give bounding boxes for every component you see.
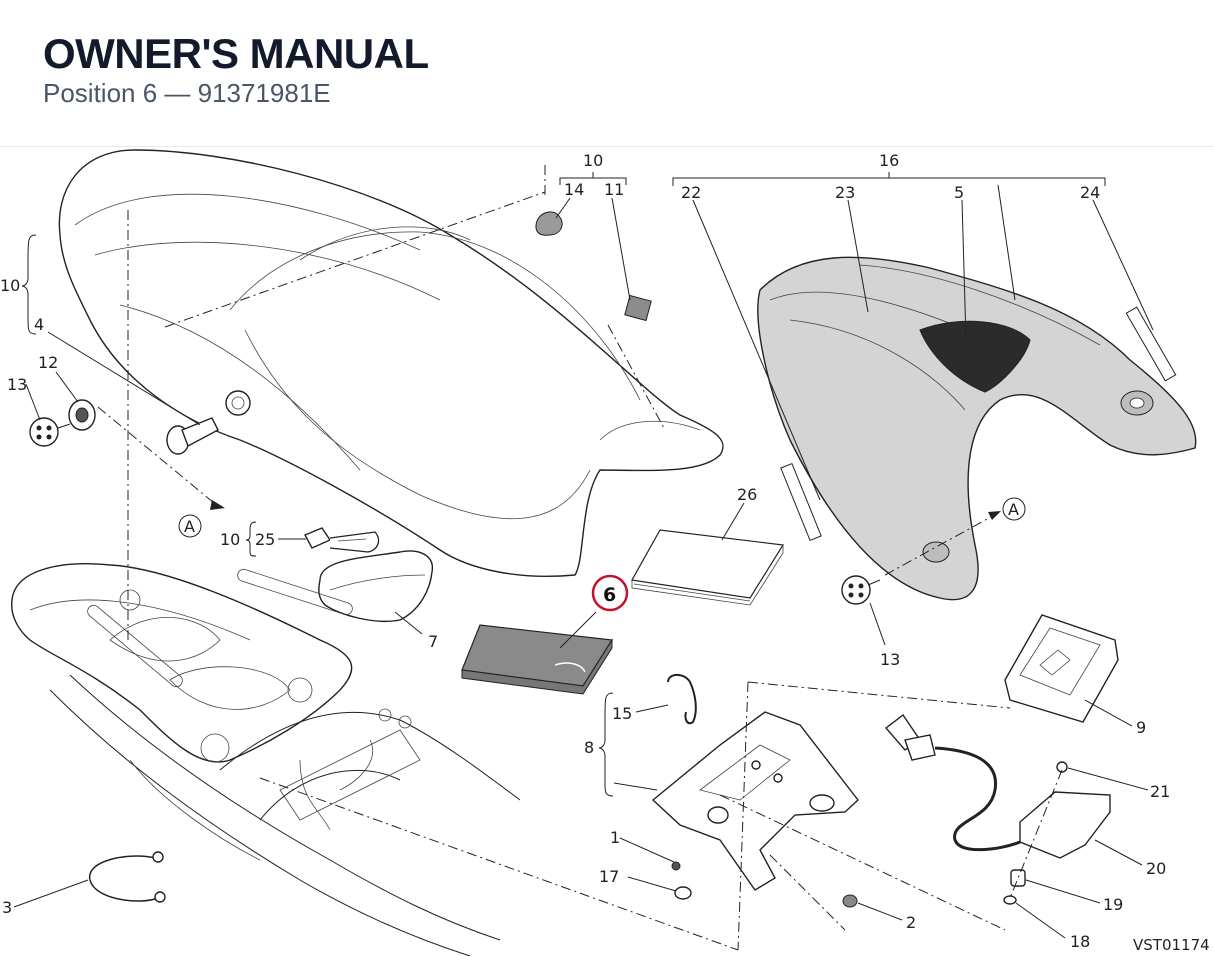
callout-2: 2 xyxy=(906,913,916,932)
rider-seat xyxy=(58,149,724,577)
callout-23: 23 xyxy=(835,183,855,202)
arrow-heads xyxy=(210,500,1001,520)
manual-6-owners-manual xyxy=(461,624,614,695)
pad-11 xyxy=(624,294,652,322)
callout-26: 26 xyxy=(737,485,757,504)
callout-22: 22 xyxy=(681,183,701,202)
bracket-20 xyxy=(1019,791,1111,859)
assembly-lines xyxy=(97,165,1063,951)
callout-10-mid: 10 xyxy=(220,530,240,549)
decal-24 xyxy=(1125,306,1177,382)
strap-15 xyxy=(667,673,697,725)
nut-2 xyxy=(842,894,858,908)
washer-18 xyxy=(1003,895,1017,905)
callout-8: 8 xyxy=(584,738,594,757)
reference-circle-a-right xyxy=(1002,497,1026,521)
callout-6: 6 xyxy=(603,584,616,606)
callout-9: 9 xyxy=(1136,718,1146,737)
callout-20: 20 xyxy=(1146,859,1166,878)
bracket-lines xyxy=(21,172,1106,797)
grommet-12 xyxy=(68,399,96,431)
callout-a-left: A xyxy=(184,517,195,536)
callout-13-left: 13 xyxy=(7,375,27,394)
screw-13-left xyxy=(29,417,71,447)
leader-lines xyxy=(13,184,1154,939)
rear-subframe xyxy=(11,563,521,956)
highlight-circle-6 xyxy=(591,574,629,612)
hook-25 xyxy=(304,527,380,553)
callout-19: 19 xyxy=(1103,895,1123,914)
cable-harness xyxy=(884,713,1021,852)
screw-1 xyxy=(671,861,681,871)
callout-5: 5 xyxy=(954,183,964,202)
page-subtitle: Position 6 — 91371981E xyxy=(43,78,331,108)
spacer-19 xyxy=(1010,869,1026,887)
callout-25: 25 xyxy=(255,530,275,549)
battery-tray-8 xyxy=(651,711,859,891)
manual-26 xyxy=(631,529,785,606)
passenger-seat-cover xyxy=(757,256,1197,601)
callout-18: 18 xyxy=(1070,932,1090,951)
page-title: OWNER'S MANUAL xyxy=(43,30,429,77)
callout-13-right: 13 xyxy=(880,650,900,669)
callout-24: 24 xyxy=(1080,183,1100,202)
screw-13-right xyxy=(841,575,881,605)
rubber-pad-14 xyxy=(535,211,563,236)
cushion-7 xyxy=(318,550,434,622)
page-header: OWNER'S MANUAL Position 6 — 91371981E xyxy=(0,0,1214,147)
callout-10-top: 10 xyxy=(583,151,603,170)
callout-labels: 10 14 11 16 22 23 5 24 10 4 12 13 A 10 2… xyxy=(0,151,1170,951)
drawing-code: VST01174 xyxy=(1133,936,1210,954)
washer-17 xyxy=(674,886,692,900)
callout-21: 21 xyxy=(1150,782,1170,801)
callout-16: 16 xyxy=(879,151,899,170)
callout-14: 14 xyxy=(564,180,584,199)
callout-12: 12 xyxy=(38,353,58,372)
callout-a-right: A xyxy=(1008,500,1019,519)
cable-3 xyxy=(89,851,166,903)
callout-15: 15 xyxy=(612,704,632,723)
control-unit-9 xyxy=(1004,614,1119,723)
callout-11: 11 xyxy=(604,180,624,199)
callout-4: 4 xyxy=(34,315,44,334)
reference-circle-a-left xyxy=(178,514,202,538)
callout-1: 1 xyxy=(610,828,620,847)
callout-10-left: 10 xyxy=(0,276,20,295)
bushing-4 xyxy=(166,417,219,455)
callout-17: 17 xyxy=(599,867,619,886)
callout-3: 3 xyxy=(2,898,12,917)
nut-21 xyxy=(1056,761,1068,773)
callout-7: 7 xyxy=(428,632,438,651)
decal-22 xyxy=(780,462,822,542)
